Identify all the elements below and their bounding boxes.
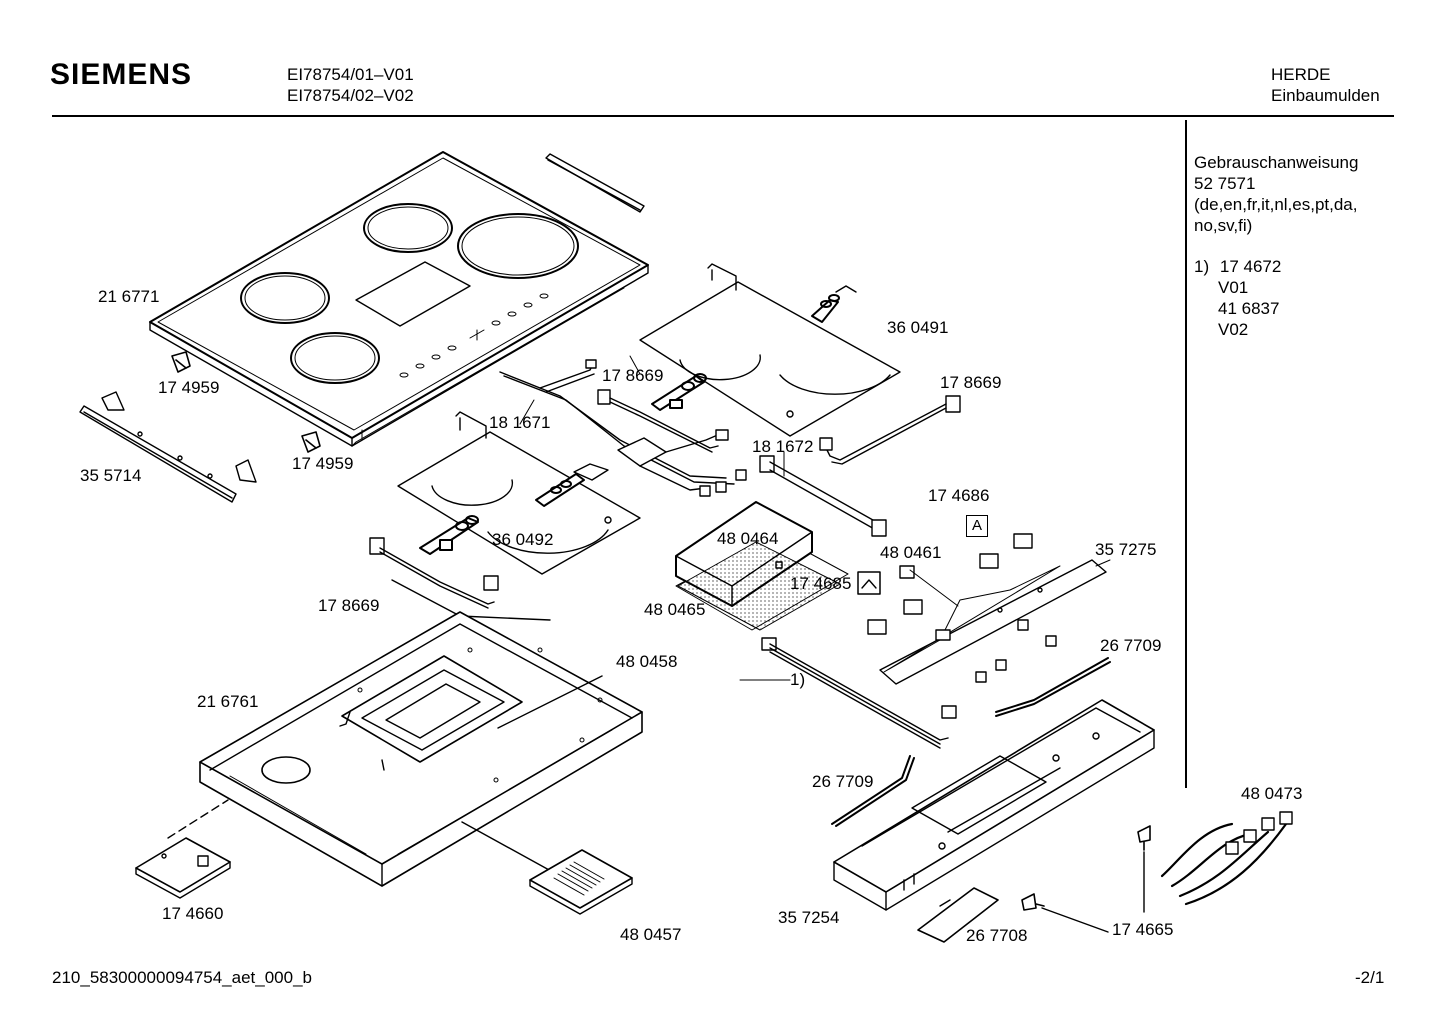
callout-355714: 35 5714 xyxy=(80,466,142,485)
insulation-mat xyxy=(677,541,841,631)
footnote-marker: 1) xyxy=(1194,257,1210,276)
manual-number: 52 7571 xyxy=(1194,174,1256,193)
callout-480461: 48 0461 xyxy=(880,543,942,562)
manual-title: Gebrauschanweisung xyxy=(1194,153,1359,172)
trim-strip xyxy=(545,153,645,213)
mounting-clip-2 xyxy=(301,431,321,453)
model-list: EI78754/01–V01 EI78754/02–V02 xyxy=(287,64,414,106)
callout-174665: 17 4665 xyxy=(1112,920,1174,939)
mounting-bracket xyxy=(79,391,257,503)
screw-2 xyxy=(1021,893,1045,911)
leader-lines xyxy=(519,355,1111,681)
sensor-wire-2 xyxy=(819,395,961,465)
glass-ceramic-hob xyxy=(149,151,649,447)
manual-info: Gebrauschanweisung 52 7571 (de,en,fr,it,… xyxy=(1194,152,1358,236)
category-block: HERDE Einbaumulden xyxy=(1271,64,1380,106)
manual-languages-1: (de,en,fr,it,nl,es,pt,da, xyxy=(1194,195,1358,214)
callout-216771: 21 6771 xyxy=(98,287,160,306)
footnote-variant-1: V01 xyxy=(1218,278,1249,297)
callout-174686: 17 4686 xyxy=(928,486,990,505)
model-line-1: EI78754/01–V01 xyxy=(287,65,414,84)
category-line-2: Einbaumulden xyxy=(1271,86,1380,105)
callout-216761: 21 6761 xyxy=(197,692,259,711)
leader-480457 xyxy=(461,821,561,877)
callout-267709-a: 26 7709 xyxy=(1100,636,1162,655)
footnote-variant-2: V02 xyxy=(1218,320,1249,339)
clamp-bracket xyxy=(917,887,999,943)
callout-267709-b: 26 7709 xyxy=(812,772,874,791)
page-number: -2/1 xyxy=(1355,968,1385,987)
callout-178669-a: 17 8669 xyxy=(602,366,664,385)
callout-174660: 17 4660 xyxy=(162,904,224,923)
callout-360492: 36 0492 xyxy=(492,530,554,549)
leader-screw-2 xyxy=(1041,907,1109,933)
callout-174685: 17 4685 xyxy=(790,574,852,593)
callout-footnote-1: 1) xyxy=(790,670,806,689)
support-plate xyxy=(135,837,231,899)
callout-480464: 48 0464 xyxy=(717,529,779,548)
brand-logo: SIEMENS xyxy=(50,58,193,91)
footnote-part-2: 41 6837 xyxy=(1218,299,1280,318)
sensor-wire-3 xyxy=(369,537,551,621)
callout-480465: 48 0465 xyxy=(644,600,706,619)
callout-174959-a: 17 4959 xyxy=(158,378,220,397)
leader-174660 xyxy=(167,799,229,839)
category-line-1: HERDE xyxy=(1271,65,1331,84)
control-pcb xyxy=(879,559,1107,685)
callout-480458: 48 0458 xyxy=(616,652,678,671)
ribbon-cable xyxy=(759,455,887,537)
document-id: 210_58300000094754_aet_000_b xyxy=(52,968,312,987)
manual-languages-2: no,sv,fi) xyxy=(1194,216,1253,235)
mounting-clip-1 xyxy=(171,351,191,373)
callout-480457: 48 0457 xyxy=(620,925,682,944)
callout-480473: 48 0473 xyxy=(1241,784,1303,803)
model-line-2: EI78754/02–V02 xyxy=(287,86,414,105)
callout-174959-b: 17 4959 xyxy=(292,454,354,473)
callout-357275: 35 7275 xyxy=(1095,540,1157,559)
screw-1 xyxy=(1137,825,1151,851)
seal-strip-right xyxy=(995,657,1111,717)
callout-178669-c: 17 8669 xyxy=(318,596,380,615)
front-frame xyxy=(833,699,1155,911)
leader-480458 xyxy=(497,675,603,729)
sensor-wire-1 xyxy=(597,389,719,453)
callout-357254: 35 7254 xyxy=(778,908,840,927)
callout-181671: 18 1671 xyxy=(489,413,551,432)
heating-element-plate-rear xyxy=(639,263,901,437)
callout-360491: 36 0491 xyxy=(887,318,949,337)
footnote-part-1: 17 4672 xyxy=(1219,257,1282,276)
chevron-up-icon xyxy=(857,571,881,595)
ribbon-cable-variant xyxy=(761,637,957,749)
housing-tray xyxy=(199,611,643,887)
heating-element-plate-front xyxy=(397,411,641,575)
connection-cable-set xyxy=(1160,811,1293,906)
callout-178669-b: 17 8669 xyxy=(940,373,1002,392)
sidebar-divider xyxy=(1185,120,1187,788)
vent-grille xyxy=(529,849,633,915)
seal-strip-left xyxy=(831,755,915,827)
button-caps xyxy=(867,533,1033,635)
wiring-harness-center xyxy=(499,359,747,497)
callout-181672: 18 1672 xyxy=(752,437,814,456)
header-rule xyxy=(52,115,1394,117)
footnote-block: 1) 17 4672 V01 41 6837 V02 xyxy=(1194,256,1281,340)
option-a-box: A xyxy=(966,515,988,537)
callout-267708: 26 7708 xyxy=(966,926,1028,945)
